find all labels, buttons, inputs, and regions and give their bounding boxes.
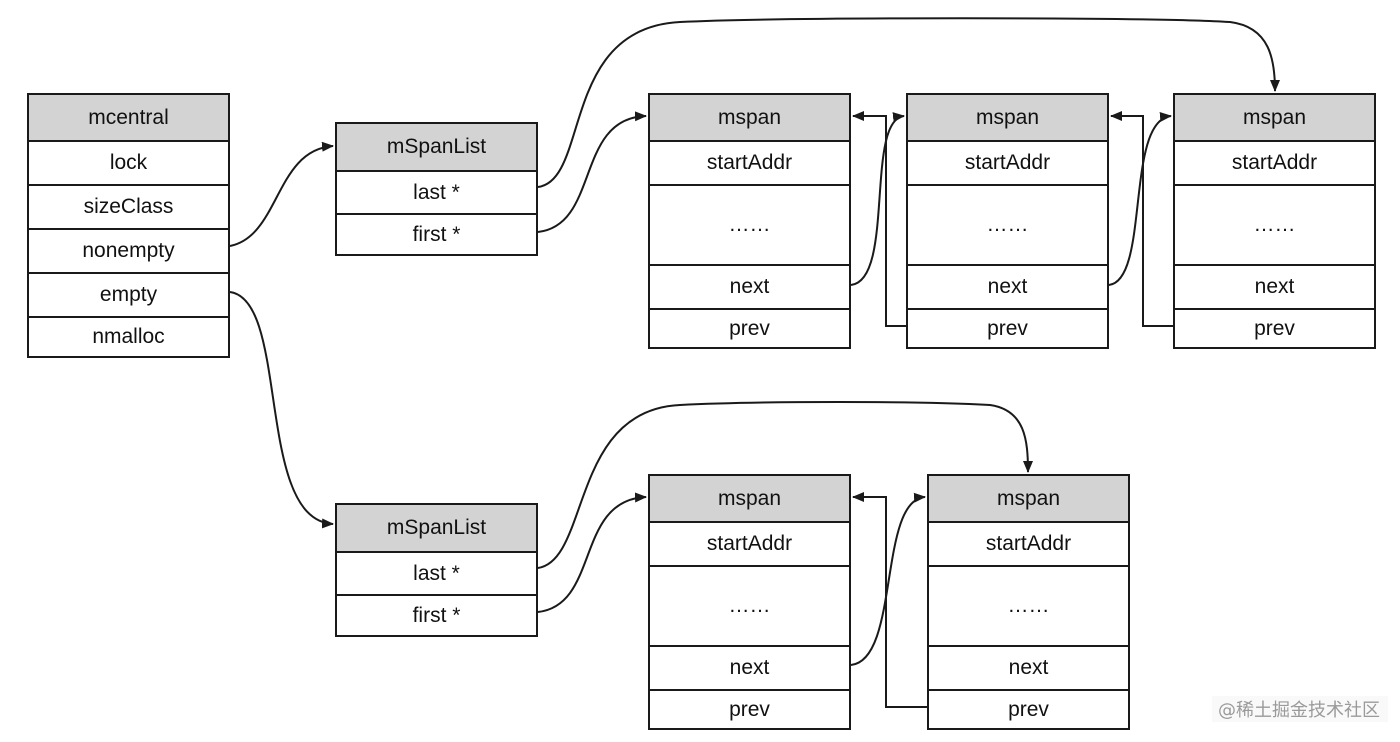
- arrow-mspan2-next: [1108, 112, 1172, 286]
- arrow-lower-mspan2-prev: [852, 492, 927, 708]
- mspan-startaddr: startAddr: [908, 140, 1107, 184]
- arrow-mspan2-prev: [852, 111, 906, 327]
- mcentral-field-sizeclass: sizeClass: [29, 184, 228, 228]
- mspan-title: mspan: [650, 476, 849, 521]
- mspan-next: next: [908, 264, 1107, 308]
- spanlist-first: first *: [337, 594, 536, 635]
- mspan-prev: prev: [650, 308, 849, 347]
- mspan-title: mspan: [1175, 95, 1374, 140]
- mspan-ellipsis: ……: [650, 184, 849, 264]
- mcentral-title: mcentral: [29, 95, 228, 140]
- arrow-first-to-mspan1-lower: [537, 492, 647, 613]
- mspan-title: mspan: [929, 476, 1128, 521]
- mspan-next: next: [1175, 264, 1374, 308]
- nonempty-spanlist: mSpanList last * first *: [335, 122, 538, 256]
- mspan-ellipsis: ……: [929, 565, 1128, 645]
- spanlist-title: mSpanList: [337, 124, 536, 170]
- mspan-ellipsis: ……: [650, 565, 849, 645]
- arrow-last-to-mspan3: [537, 17, 1280, 188]
- arrow-first-to-mspan1: [537, 111, 647, 233]
- arrow-nonempty-to-spanlist: [229, 141, 334, 247]
- empty-spanlist: mSpanList last * first *: [335, 503, 538, 637]
- mspan-empty-1: mspan startAddr …… next prev: [648, 474, 851, 730]
- watermark: @稀土掘金技术社区: [1212, 696, 1388, 722]
- mspan-next: next: [650, 645, 849, 689]
- mspan-prev: prev: [1175, 308, 1374, 347]
- mspan-title: mspan: [650, 95, 849, 140]
- mspan-prev: prev: [929, 689, 1128, 728]
- mcentral-field-empty: empty: [29, 272, 228, 316]
- mspan-prev: prev: [908, 308, 1107, 347]
- mspan-startaddr: startAddr: [650, 140, 849, 184]
- mspan-title: mspan: [908, 95, 1107, 140]
- mspan-startaddr: startAddr: [929, 521, 1128, 565]
- mspan-next: next: [929, 645, 1128, 689]
- spanlist-first: first *: [337, 213, 536, 254]
- mcentral-field-lock: lock: [29, 140, 228, 184]
- spanlist-last: last *: [337, 551, 536, 594]
- spanlist-last: last *: [337, 170, 536, 213]
- mspan-nonempty-2: mspan startAddr …… next prev: [906, 93, 1109, 349]
- mcentral-field-nonempty: nonempty: [29, 228, 228, 272]
- mcentral-field-nmalloc: nmalloc: [29, 316, 228, 356]
- mspan-next: next: [650, 264, 849, 308]
- mspan-ellipsis: ……: [908, 184, 1107, 264]
- arrow-last-to-mspan2-lower: [537, 401, 1033, 569]
- mspan-startaddr: startAddr: [650, 521, 849, 565]
- spanlist-title: mSpanList: [337, 505, 536, 551]
- mcentral-struct: mcentral lock sizeClass nonempty empty n…: [27, 93, 230, 358]
- mspan-nonempty-3: mspan startAddr …… next prev: [1173, 93, 1376, 349]
- mspan-prev: prev: [650, 689, 849, 728]
- mspan-empty-2: mspan startAddr …… next prev: [927, 474, 1130, 730]
- arrow-empty-to-spanlist: [229, 291, 334, 529]
- arrow-mspan3-prev: [1110, 111, 1173, 327]
- arrow-lower-mspan1-next: [850, 492, 926, 666]
- mspan-nonempty-1: mspan startAddr …… next prev: [648, 93, 851, 349]
- mspan-startaddr: startAddr: [1175, 140, 1374, 184]
- mspan-ellipsis: ……: [1175, 184, 1374, 264]
- arrow-mspan1-next: [850, 112, 905, 286]
